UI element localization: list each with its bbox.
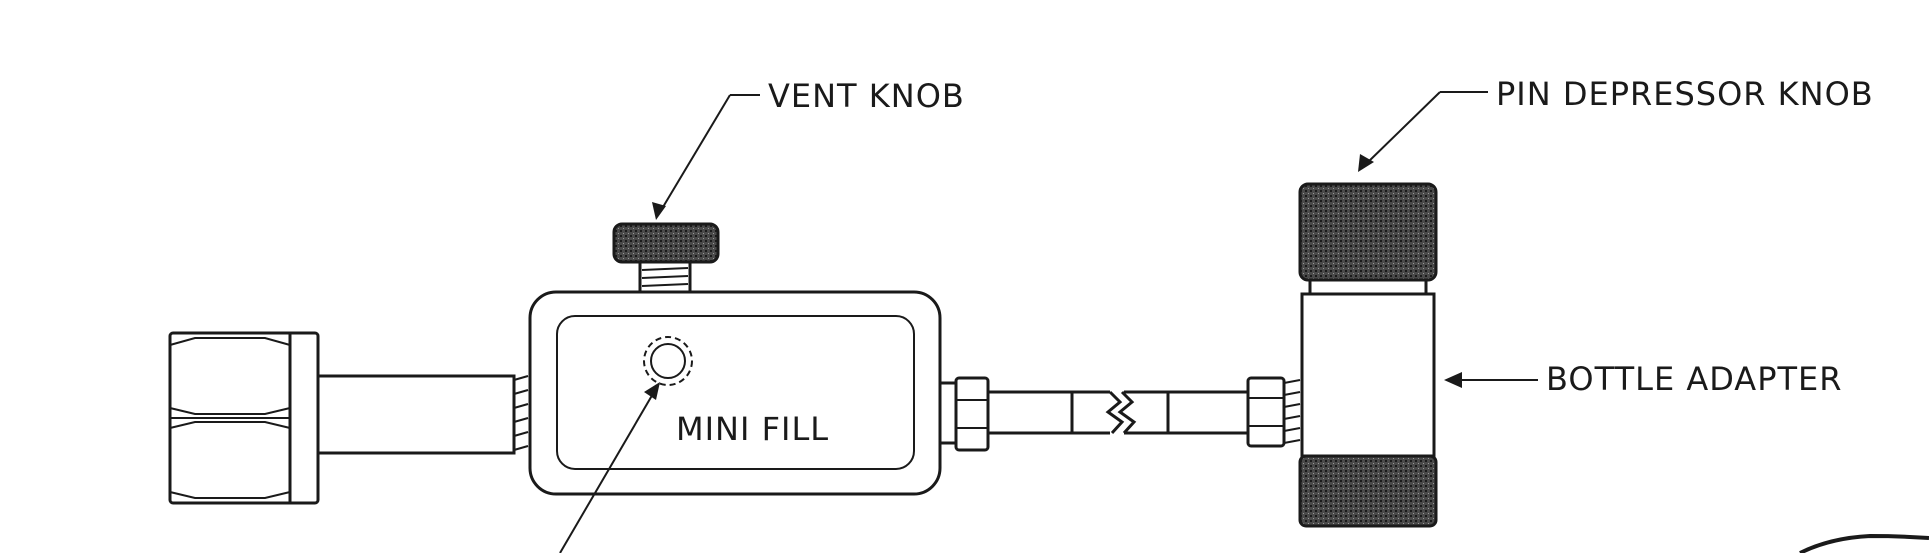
bottle-adapter — [1298, 182, 1438, 528]
leader-vent — [652, 94, 760, 220]
vent-knob — [612, 222, 720, 294]
bottle-adapter-label: BOTTLE ADAPTER — [1546, 360, 1843, 398]
port-circle — [643, 336, 693, 386]
adapter-nut — [1246, 376, 1301, 448]
hose — [988, 390, 1248, 435]
leader-port — [559, 382, 660, 553]
corner-fragment — [1799, 533, 1929, 553]
outlet-nut — [938, 376, 990, 452]
port-circle-inner — [650, 343, 686, 379]
pin-depressor-knob-label: PIN DEPRESSOR KNOB — [1496, 75, 1874, 113]
mini-fill-label: MINI FILL — [676, 410, 830, 448]
leader-bottle — [1444, 372, 1538, 388]
mini-fill-body — [528, 290, 942, 496]
pin-depressor-knob — [1298, 182, 1438, 282]
hose-break — [1105, 390, 1125, 435]
hex-nut — [168, 331, 320, 505]
adapter-knurl-bottom — [1298, 454, 1438, 528]
inlet-thread — [513, 375, 529, 451]
leader-pin — [1358, 91, 1488, 172]
inlet-tube — [316, 374, 529, 455]
vent-knob-label: VENT KNOB — [768, 77, 965, 115]
